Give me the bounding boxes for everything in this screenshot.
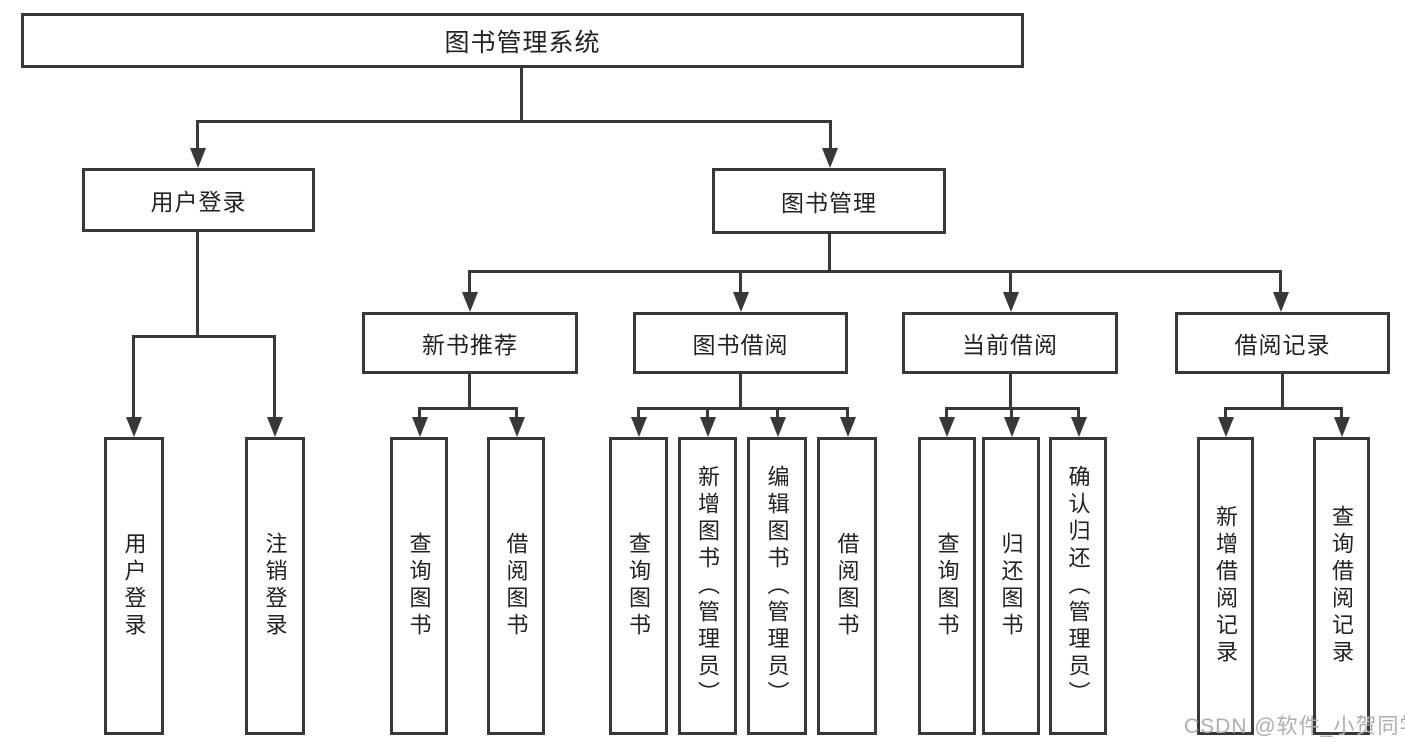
edge-line <box>196 232 199 335</box>
arrow-down-icon <box>509 417 525 437</box>
edge-line <box>196 120 199 152</box>
node-label: 借阅记录 <box>1234 332 1331 358</box>
arrow-down-icon <box>462 292 478 312</box>
leaf-label: 查询图书 <box>934 532 960 640</box>
leaf-label: 用户登录 <box>121 532 147 640</box>
edge-line <box>132 335 276 338</box>
node-user-login: 用户登录 <box>82 168 315 232</box>
edge-line <box>468 270 1282 273</box>
leaf-edit-book-admin: 编辑图书（管理员） <box>747 437 807 735</box>
edge-line <box>776 407 779 419</box>
edge-line <box>1010 407 1013 419</box>
arrow-down-icon <box>1004 417 1020 437</box>
leaf-label: 归还图书 <box>998 532 1024 640</box>
edge-line <box>945 407 948 419</box>
edge-line <box>1340 407 1343 419</box>
node-label: 用户登录 <box>150 189 247 215</box>
arrow-down-icon <box>1334 417 1350 437</box>
edge-line <box>1224 407 1227 419</box>
edge-line <box>273 335 276 419</box>
edge-line <box>1224 407 1342 410</box>
arrow-down-icon <box>770 417 786 437</box>
leaf-label: 借阅图书 <box>834 532 860 640</box>
leaf-confirm-return-admin: 确认归还（管理员） <box>1049 437 1107 735</box>
edge-line <box>468 374 471 407</box>
edge-line <box>132 335 135 419</box>
arrow-down-icon <box>267 417 283 437</box>
edge-line <box>739 374 742 407</box>
edge-line <box>828 234 831 270</box>
edge-line <box>1279 270 1282 294</box>
arrow-down-icon <box>1273 292 1289 312</box>
leaf-logout: 注销登录 <box>245 437 305 735</box>
edge-line <box>739 270 742 294</box>
node-label: 新书推荐 <box>422 332 518 358</box>
edge-line <box>468 270 471 294</box>
node-new-book-recommendation: 新书推荐 <box>362 312 578 374</box>
leaf-label: 查询借阅记录 <box>1329 505 1355 667</box>
leaf-query-books-current: 查询图书 <box>918 437 976 735</box>
edge-line <box>1009 374 1012 407</box>
edge-line <box>520 68 523 120</box>
leaf-borrow-books-recommend: 借阅图书 <box>487 437 545 735</box>
arrow-down-icon <box>700 417 716 437</box>
edge-line <box>418 407 421 419</box>
leaf-add-book-admin: 新增图书（管理员） <box>678 437 737 735</box>
node-current-borrowing: 当前借阅 <box>902 312 1118 374</box>
edge-line <box>637 407 848 410</box>
arrow-down-icon <box>840 417 856 437</box>
arrow-down-icon <box>1071 417 1087 437</box>
edge-line <box>846 407 849 419</box>
edge-line <box>515 407 518 419</box>
leaf-add-borrow-record: 新增借阅记录 <box>1197 437 1254 735</box>
node-library-management-system: 图书管理系统 <box>21 13 1024 68</box>
leaf-label: 注销登录 <box>262 532 288 640</box>
leaf-label: 借阅图书 <box>503 532 529 640</box>
edge-line <box>196 120 832 123</box>
leaf-query-borrow-record: 查询借阅记录 <box>1313 437 1370 735</box>
leaf-return-book: 归还图书 <box>982 437 1040 735</box>
edge-line <box>418 407 518 410</box>
leaf-label: 新增借阅记录 <box>1213 505 1239 667</box>
edge-line <box>706 407 709 419</box>
leaf-borrow-books-2: 借阅图书 <box>817 437 877 735</box>
arrow-down-icon <box>126 417 142 437</box>
csdn-watermark: CSDN @软件_小贺同学 <box>1184 715 1405 738</box>
leaf-label: 新增图书（管理员） <box>695 464 721 708</box>
arrow-down-icon <box>733 292 749 312</box>
edge-line <box>1281 374 1284 407</box>
arrow-down-icon <box>822 148 838 168</box>
edge-line <box>1077 407 1080 419</box>
arrow-down-icon <box>190 148 206 168</box>
arrow-down-icon <box>1003 292 1019 312</box>
arrow-down-icon <box>1218 417 1234 437</box>
node-label: 图书管理 <box>781 190 877 216</box>
arrow-down-icon <box>939 417 955 437</box>
node-label: 图书管理系统 <box>444 28 601 57</box>
arrow-down-icon <box>412 417 428 437</box>
node-book-borrowing: 图书借阅 <box>633 312 848 374</box>
arrow-down-icon <box>631 417 647 437</box>
node-book-management: 图书管理 <box>712 168 946 234</box>
leaf-user-login: 用户登录 <box>104 437 164 735</box>
leaf-query-books-borrow: 查询图书 <box>609 437 668 735</box>
leaf-label: 查询图书 <box>626 532 652 640</box>
leaf-label: 查询图书 <box>406 532 432 640</box>
leaf-query-books-recommend: 查询图书 <box>390 437 448 735</box>
node-borrowing-records: 借阅记录 <box>1175 312 1390 374</box>
edge-line <box>637 407 640 419</box>
node-label: 当前借阅 <box>962 332 1058 358</box>
edge-line <box>829 120 832 152</box>
edge-line <box>1009 270 1012 294</box>
leaf-label: 编辑图书（管理员） <box>764 464 790 708</box>
leaf-label: 确认归还（管理员） <box>1065 464 1091 708</box>
node-label: 图书借阅 <box>692 332 789 358</box>
